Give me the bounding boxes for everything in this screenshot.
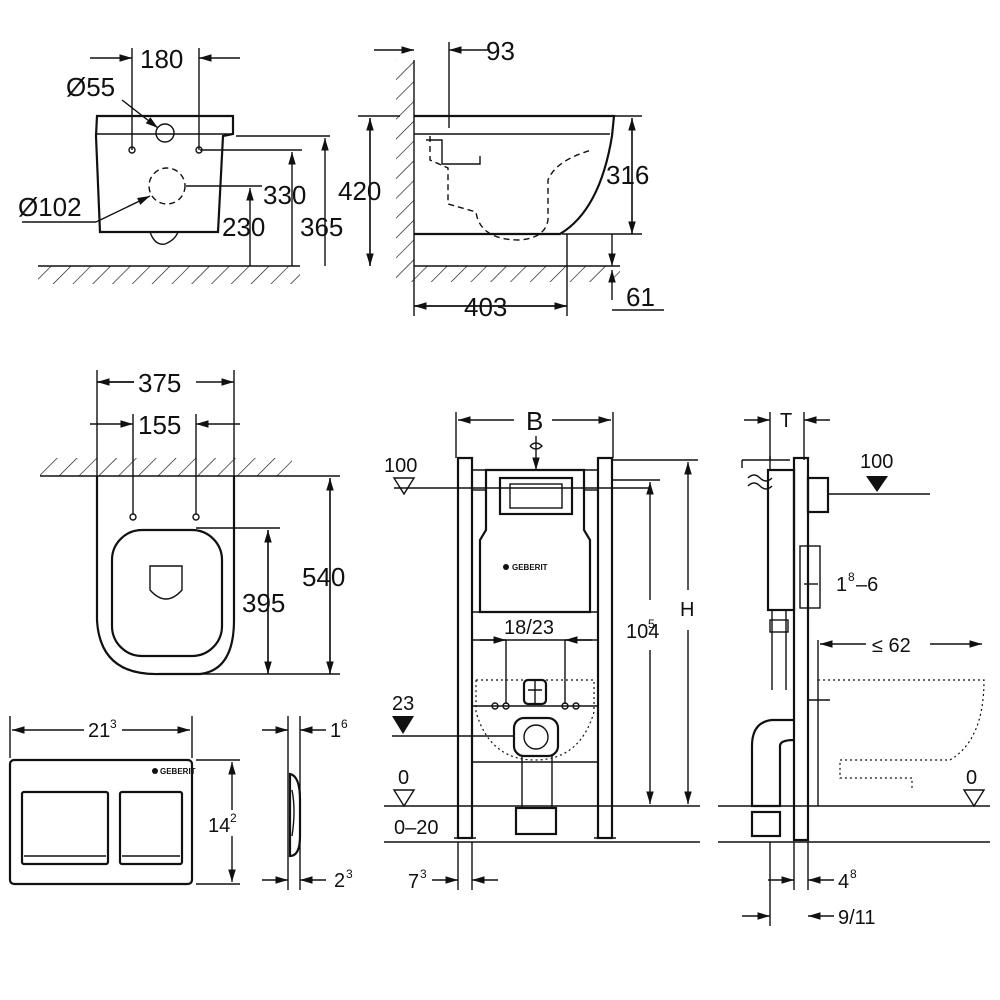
level-0-front: 0 bbox=[398, 767, 409, 789]
drain-pipe-end bbox=[514, 806, 558, 836]
dim-395: 395 bbox=[242, 588, 285, 618]
dim-18-23: 18/23 bbox=[504, 617, 554, 639]
dim-1-8-6-rest: –6 bbox=[856, 574, 878, 596]
dim-4-8: 4 bbox=[838, 871, 849, 893]
plan-view: 375 155 395 540 bbox=[40, 368, 345, 676]
dim-H: H bbox=[680, 599, 694, 621]
cistern bbox=[478, 468, 592, 614]
hole-55 bbox=[155, 123, 175, 143]
dim-21: 21 bbox=[88, 720, 110, 742]
frame-post-right bbox=[596, 456, 614, 840]
side-drain-elbow bbox=[750, 718, 795, 808]
flush-button-small bbox=[118, 790, 184, 866]
hole-102 bbox=[148, 167, 186, 205]
bowl-profile bbox=[414, 114, 616, 236]
dim-104-sup: 5 bbox=[648, 617, 655, 631]
frame-brand: GEBERIT bbox=[512, 563, 548, 572]
side-cistern bbox=[766, 468, 796, 612]
dim-420: 420 bbox=[338, 176, 381, 206]
dim-14-sup: 2 bbox=[230, 811, 237, 825]
dim-dia-55: Ø55 bbox=[66, 72, 115, 102]
side-post bbox=[792, 456, 810, 842]
dim-330: 330 bbox=[263, 180, 306, 210]
dim-365: 365 bbox=[300, 212, 343, 242]
dim-9-11: 9/11 bbox=[838, 907, 875, 929]
dim-max-62: ≤ 62 bbox=[872, 635, 911, 657]
dim-14: 14 bbox=[208, 815, 230, 837]
drain-connector bbox=[512, 716, 560, 758]
dim-21-sup: 3 bbox=[110, 717, 117, 731]
dim-2-3: 2 bbox=[334, 870, 345, 892]
flush-button-large bbox=[20, 790, 110, 866]
flush-plate-view: GEBERIT 21 3 14 2 1 6 2 3 bbox=[8, 716, 353, 892]
dim-4-8-sup: 8 bbox=[850, 867, 857, 881]
dim-316: 316 bbox=[606, 160, 649, 190]
dim-540: 540 bbox=[302, 562, 345, 592]
dim-B: B bbox=[526, 406, 543, 436]
dim-1-6-sup: 6 bbox=[341, 717, 348, 731]
dim-1-6: 1 bbox=[330, 720, 341, 742]
dim-180: 180 bbox=[140, 44, 183, 74]
plate-brand: GEBERIT bbox=[160, 767, 196, 776]
plate-side bbox=[288, 772, 302, 858]
profile-view: 93 420 316 403 61 bbox=[338, 36, 664, 322]
bowl-outline bbox=[94, 114, 235, 234]
floor-hatch-2 bbox=[396, 266, 620, 282]
frame-front-view: GEBERIT 18/23 B 100 bbox=[384, 406, 700, 893]
dim-61: 61 bbox=[626, 282, 655, 312]
dim-dia-102: Ø102 bbox=[18, 192, 82, 222]
rear-view: 180 Ø55 Ø102 230 330 365 bbox=[18, 44, 343, 284]
dim-T: T bbox=[780, 410, 792, 432]
frame-post-left bbox=[456, 456, 474, 840]
wall-hatch bbox=[396, 60, 414, 266]
dim-104: 104 bbox=[626, 621, 659, 643]
level-100-front: 100 bbox=[384, 455, 417, 477]
dim-403: 403 bbox=[464, 292, 507, 322]
dim-1-8-6-sup: 8 bbox=[848, 570, 855, 584]
dim-7-3-sup: 3 bbox=[420, 867, 427, 881]
flush-opening bbox=[498, 476, 574, 516]
range-0-20: 0–20 bbox=[394, 817, 439, 839]
dim-7-3: 7 bbox=[408, 871, 419, 893]
level-23-front: 23 bbox=[392, 693, 414, 715]
level-0-side: 0 bbox=[966, 767, 977, 789]
dim-1-8-6: 1 bbox=[836, 574, 847, 596]
dim-93: 93 bbox=[486, 36, 515, 66]
frame-side-view: T 100 1 8 –6 ≤ 62 0 4 8 9/11 bbox=[718, 410, 990, 929]
dim-155: 155 bbox=[138, 410, 181, 440]
dim-375: 375 bbox=[138, 368, 181, 398]
floor-hatch bbox=[38, 266, 300, 284]
bowl-plan bbox=[95, 476, 236, 676]
dim-2-3-sup: 3 bbox=[346, 867, 353, 881]
dim-230: 230 bbox=[222, 212, 265, 242]
wall-hatch-plan bbox=[40, 458, 292, 476]
level-100-side: 100 bbox=[860, 451, 893, 473]
seat-opening bbox=[110, 528, 224, 658]
flush-plate bbox=[8, 758, 194, 886]
